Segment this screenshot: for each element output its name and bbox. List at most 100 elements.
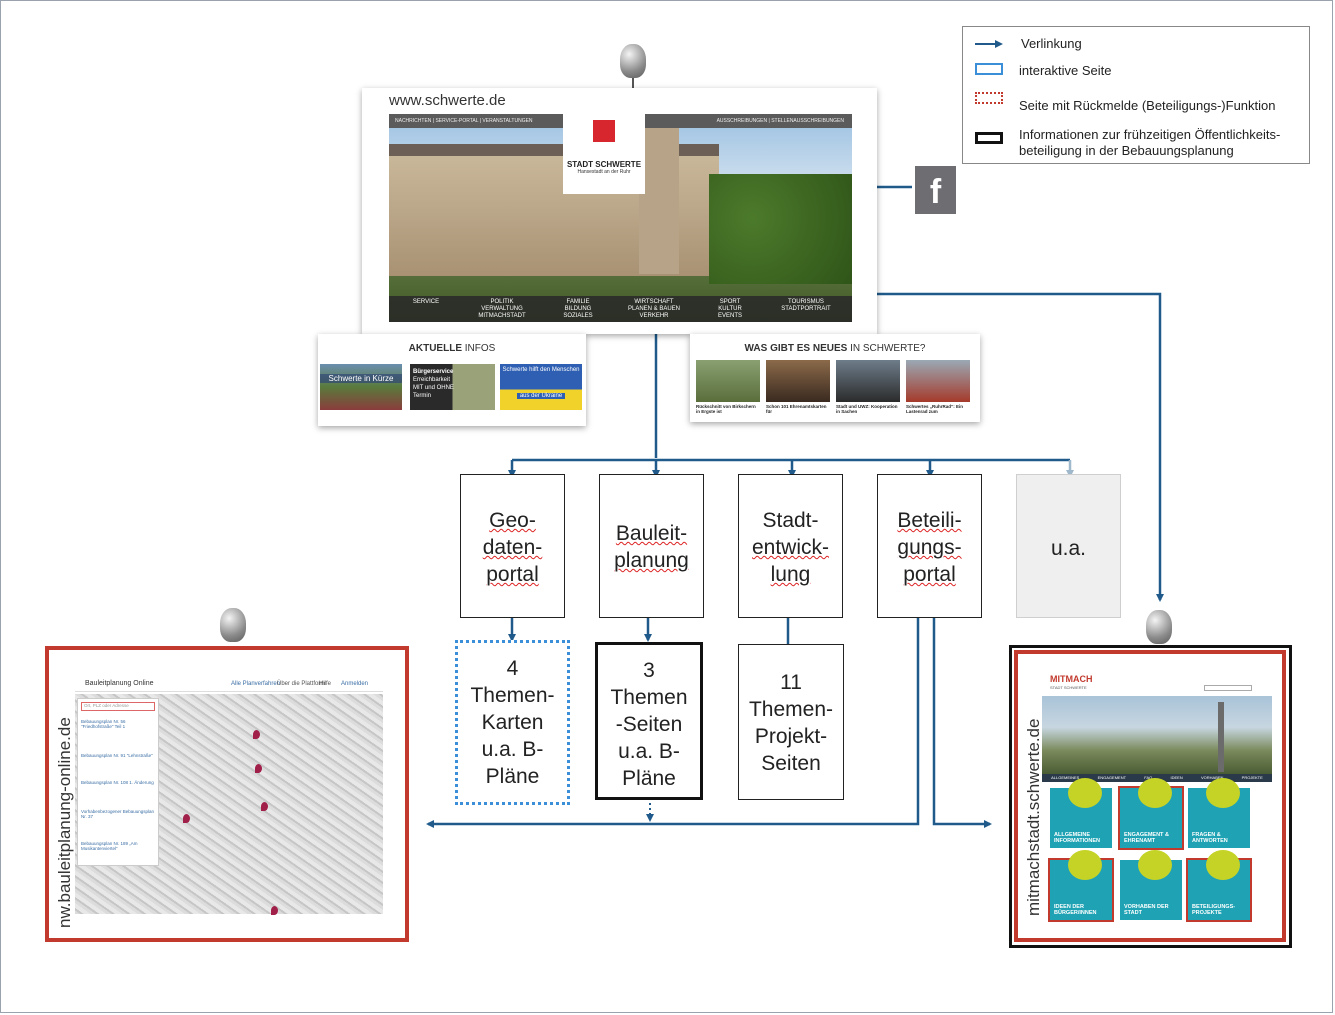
menu-projekte[interactable]: PROJEKTE [1241, 775, 1263, 780]
news-caption-1: Rückschnitt von Birkschern in Ergste ist [696, 404, 756, 414]
coat-of-arms-icon [593, 120, 615, 142]
map-marker-icon[interactable] [261, 802, 268, 811]
news-caption-3: Stadt und UWZ: Kooperation in Sachen [836, 404, 898, 414]
legend: Verlinkung interaktive Seite Seite mit R… [962, 26, 1310, 164]
plan-list-item-1[interactable]: Bebauungsplan Nr. 56 "Friedhofstraße" Te… [81, 719, 126, 729]
neues-title: WAS GIBT ES NEUES IN SCHWERTE? [744, 343, 926, 354]
logo-sub: Hansestadt an der Ruhr [577, 169, 631, 175]
news-thumb-1[interactable] [696, 360, 760, 402]
lightbulb-bubble-icon [1068, 850, 1102, 880]
bauleitplanung-header: Bauleitplanung Online Alle Planverfahren… [75, 676, 383, 692]
menu-faq[interactable]: FAQ [1144, 775, 1153, 780]
arrow-bubble-icon [1138, 850, 1172, 880]
thumb-schwerte-in-kuerze[interactable]: Schwerte in Kürze [320, 364, 402, 410]
box-geodatenportal[interactable]: Geo-daten-portal [460, 474, 565, 618]
plan-search-input[interactable]: Ort, PLZ oder Adresse [81, 702, 155, 711]
tile-ideen-buerger[interactable]: IDEEN DER BÜRGER/INNEN [1048, 850, 1114, 922]
mitmachstadt-screenshot: mitmachstadt.schwerte.de MITMACH STADT S… [1014, 650, 1286, 942]
plan-list-item-4[interactable]: Vorhabenbezogener Bebauungsplan Nr. 37 [81, 809, 155, 819]
website-url: www.schwerte.de [389, 92, 506, 109]
pushpin-icon-right [1146, 610, 1172, 644]
facebook-icon[interactable]: f [915, 166, 956, 214]
bauleitplanung-header-title: Bauleitplanung Online [85, 680, 154, 687]
topbar-left-links[interactable]: NACHRICHTEN | SERVICE-PORTAL | VERANSTAL… [395, 118, 533, 124]
legend-info-swatch [975, 132, 1003, 144]
plan-list-item-5[interactable]: Bebauungsplan Nr. 189 „Am Musikantenvier… [81, 841, 138, 851]
news-thumb-4[interactable] [906, 360, 970, 402]
website-hero-image: NACHRICHTEN | SERVICE-PORTAL | VERANSTAL… [389, 114, 852, 322]
question-bubble-icon [1206, 778, 1240, 808]
tile-allgemeine-informationen[interactable]: ALLGEMEINE INFORMATIONEN [1050, 778, 1112, 848]
stadt-schwerte-logo[interactable]: STADT SCHWERTE Hansestadt an der Ruhr [563, 114, 645, 194]
mitmach-search-input[interactable] [1204, 685, 1252, 691]
bauleitplanung-url-vertical: nw.bauleitplanung-online.de [55, 717, 74, 928]
map-marker-icon[interactable] [183, 814, 190, 823]
map-marker-icon[interactable] [253, 730, 260, 739]
az-bubble-icon [1068, 778, 1102, 808]
legend-link-label: Verlinkung [1021, 36, 1082, 51]
menu-allgemeines[interactable]: ALLGEMEINES [1051, 775, 1080, 780]
nav-hilfe[interactable]: Hilfe [319, 681, 332, 687]
menu-vorhaben[interactable]: VORHABEN [1200, 775, 1224, 780]
schwerte-website-screenshot: www.schwerte.de NACHRICHTEN | SERVICE-PO… [362, 88, 877, 334]
legend-info-label-1: Informationen zur frühzeitigen Öffentlic… [1019, 127, 1281, 142]
was-gibt-es-neues-card: WAS GIBT ES NEUES IN SCHWERTE? Rückschni… [690, 334, 980, 422]
plan-list-item-3[interactable]: Bebauungsplan Nr. 108 1. Änderung [81, 780, 154, 785]
tile-fragen-antworten[interactable]: FRAGEN & ANTWORTEN [1188, 778, 1250, 848]
building-tower [639, 114, 679, 274]
menu-ideen[interactable]: IDEEN [1170, 775, 1183, 780]
mitmach-logo[interactable]: MITMACH [1050, 674, 1093, 684]
plan-list-panel: Ort, PLZ oder Adresse Bebauungsplan Nr. … [77, 698, 159, 866]
box-bauleitplanung[interactable]: Bauleit-planung [599, 474, 704, 618]
aktuelle-infos-title: AKTUELLE INFOS [408, 343, 496, 354]
news-caption-4: Schwertes „RuhrRad“: Ein Lastenrad zum [906, 404, 964, 414]
mitmach-hero-image [1042, 696, 1272, 774]
aktuelle-infos-card: AKTUELLE INFOS Schwerte in Kürze Bürgers… [318, 334, 586, 426]
trees [709, 174, 852, 284]
bauleitplanung-online-screenshot: nw.bauleitplanung-online.de Bauleitplanu… [45, 646, 409, 942]
tile-vorhaben-stadt[interactable]: VORHABEN DER STADT [1120, 850, 1182, 920]
legend-interactive-label: interaktive Seite [1019, 63, 1112, 78]
mitmach-logo-sub: STADT SCHWERTE [1050, 685, 1087, 690]
news-thumb-2[interactable] [766, 360, 830, 402]
hands-bubble-icon [1138, 778, 1172, 808]
map-marker-icon[interactable] [271, 906, 278, 915]
legend-feedback-swatch [975, 92, 1003, 104]
menu-engagement[interactable]: ENGAGEMENT [1097, 775, 1127, 780]
pushpin-icon [620, 44, 646, 78]
pushpin-icon-left [220, 608, 246, 642]
tile-engagement-ehrenamt[interactable]: ENGAGEMENT & EHRENAMT [1118, 778, 1184, 850]
thumb-ukraine[interactable]: Schwerte hilft den Menschen aus der Ukra… [500, 364, 582, 410]
news-thumb-3[interactable] [836, 360, 900, 402]
mitmach-url-vertical: mitmachstadt.schwerte.de [1024, 718, 1043, 916]
news-caption-2: Schon 101 Ehrenamtskarten für [766, 404, 827, 414]
nav-alle-planverfahren[interactable]: Alle Planverfahren [231, 681, 281, 687]
box-ua: u.a. [1016, 474, 1121, 618]
logo-name: STADT SCHWERTE [566, 160, 642, 169]
legend-info-label-2: beteiligung in der Bebauungsplanung [1019, 143, 1234, 158]
map-marker-icon[interactable] [255, 764, 262, 773]
nav-ueber-plattform[interactable]: Über die Plattform [277, 681, 326, 687]
legend-feedback-label: Seite mit Rückmelde (Beteiligungs-)Funkt… [1019, 98, 1276, 113]
topbar-right-links[interactable]: AUSSCHREIBUNGEN | STELLENAUSSCHREIBUNGEN [716, 118, 844, 124]
church-spire [1218, 702, 1224, 772]
thumb-buergerservice[interactable]: Bürgerservice Erreichbarkeit MIT und OHN… [410, 364, 495, 410]
box-stadtentwicklung[interactable]: Stadt-entwick-lung [738, 474, 843, 618]
box-beteiligungsportal[interactable]: Beteili-gungs-portal [877, 474, 982, 618]
nav-anmelden[interactable]: Anmelden [341, 681, 369, 687]
plan-list-item-2[interactable]: Bebauungsplan Nr. 91 "Lehnstraße" [81, 753, 153, 758]
tile-beteiligungsprojekte[interactable]: BETEILIGUNGS-PROJEKTE [1186, 850, 1252, 922]
nav-item-service[interactable]: SERVICE [412, 299, 440, 305]
link-website-to-mitmach [852, 292, 1164, 602]
